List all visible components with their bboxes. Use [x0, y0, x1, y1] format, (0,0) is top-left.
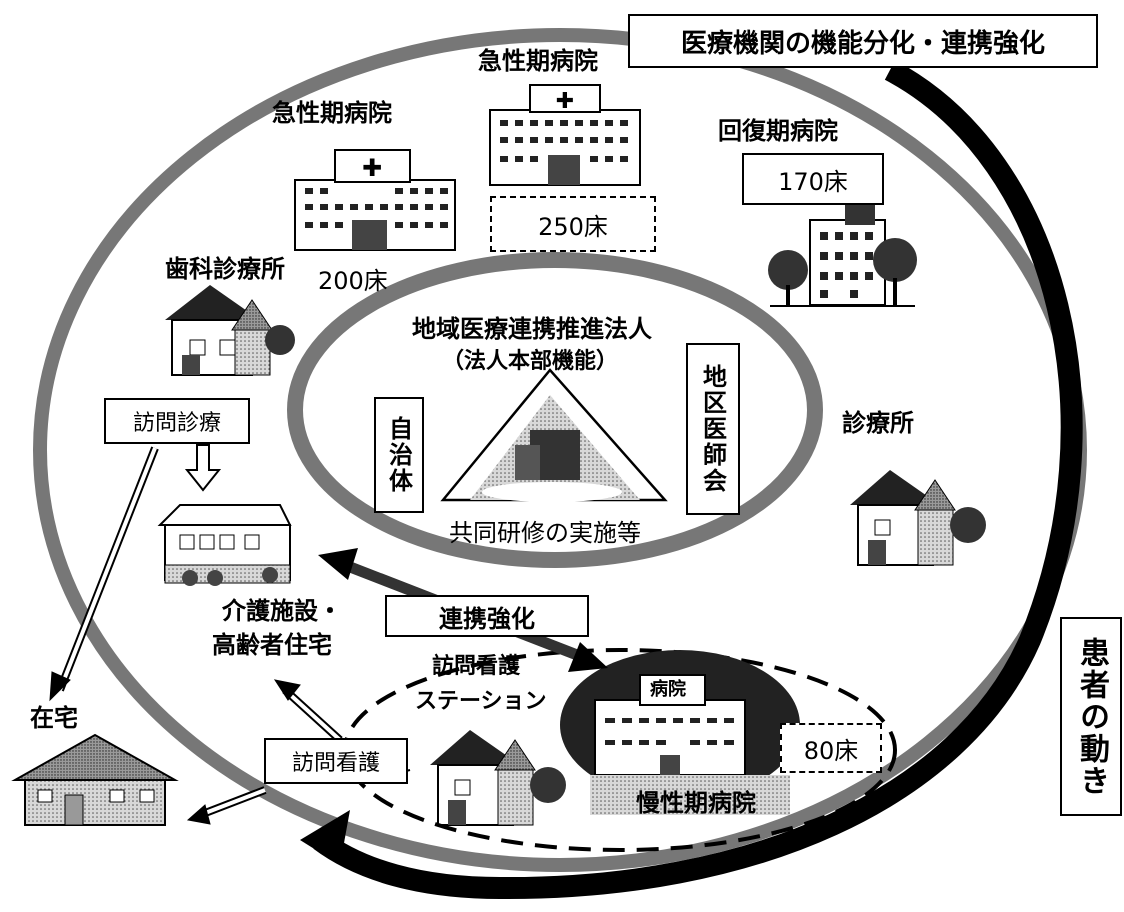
- center-triangle: [440, 368, 668, 502]
- acute-hospital-center-label: 急性期病院: [478, 47, 598, 75]
- patient-movement-label: 患者の動き: [1060, 617, 1122, 816]
- recovery-hospital-label: 回復期病院: [718, 117, 838, 145]
- center-bottom-label: 共同研修の実施等: [449, 519, 641, 547]
- dental-clinic-house: [165, 285, 295, 376]
- acute-hospital-left-label: 急性期病院: [272, 99, 392, 127]
- care-facility-label-line1: 介護施設・: [222, 597, 342, 625]
- acute-hospital-left-beds: 200床: [318, 267, 388, 295]
- medical-association-text: 地区医師会: [698, 364, 727, 494]
- page-title: 医療機関の機能分化・連携強化: [628, 14, 1098, 68]
- acute-hospital-center-building: ✚: [489, 84, 641, 186]
- chronic-hospital-sign: 病院: [650, 679, 686, 700]
- svg-text:✚: ✚: [362, 154, 382, 182]
- home-house: [11, 733, 179, 826]
- home-nursing-box: 訪問看護: [264, 738, 408, 784]
- chronic-hospital-beds: 80床: [780, 723, 882, 773]
- medical-association-box: 地区医師会: [686, 343, 740, 515]
- chronic-hospital-label: 慢性期病院: [636, 789, 756, 817]
- care-facility-label-line2: 高齢者住宅: [212, 631, 332, 659]
- outer-loop: [33, 28, 1087, 900]
- recovery-hospital-beds: 170床: [742, 153, 884, 205]
- patient-movement-text: 患者の動き: [1074, 636, 1109, 797]
- nursing-station-label-line1: 訪問看護: [432, 654, 521, 679]
- visit-arrows: [49, 444, 411, 825]
- municipality-text: 自治体: [384, 416, 413, 494]
- dental-clinic-label: 歯科診療所: [165, 255, 285, 283]
- recovery-hospital-building: [768, 200, 917, 307]
- acute-hospital-center-beds: 250床: [490, 196, 656, 252]
- chronic-hospital-building: [560, 650, 800, 815]
- clinic-house: [850, 470, 986, 566]
- acute-hospital-left-building: ✚: [294, 149, 456, 251]
- cooperation-box: 連携強化: [385, 595, 589, 637]
- clinic-label: 診療所: [842, 409, 914, 437]
- center-title-line2: （法人本部機能）: [442, 349, 619, 374]
- center-title-line1: 地域医療連携推進法人: [412, 315, 652, 343]
- care-facility-building: [157, 504, 292, 586]
- svg-text:✚: ✚: [556, 89, 574, 114]
- municipality-box: 自治体: [374, 397, 424, 513]
- nursing-station-house: [430, 730, 566, 826]
- home-label: 在宅: [30, 704, 78, 732]
- home-dental-visit-box: 訪問診療: [104, 398, 250, 444]
- nursing-station-label-line2: ステーション: [415, 689, 547, 714]
